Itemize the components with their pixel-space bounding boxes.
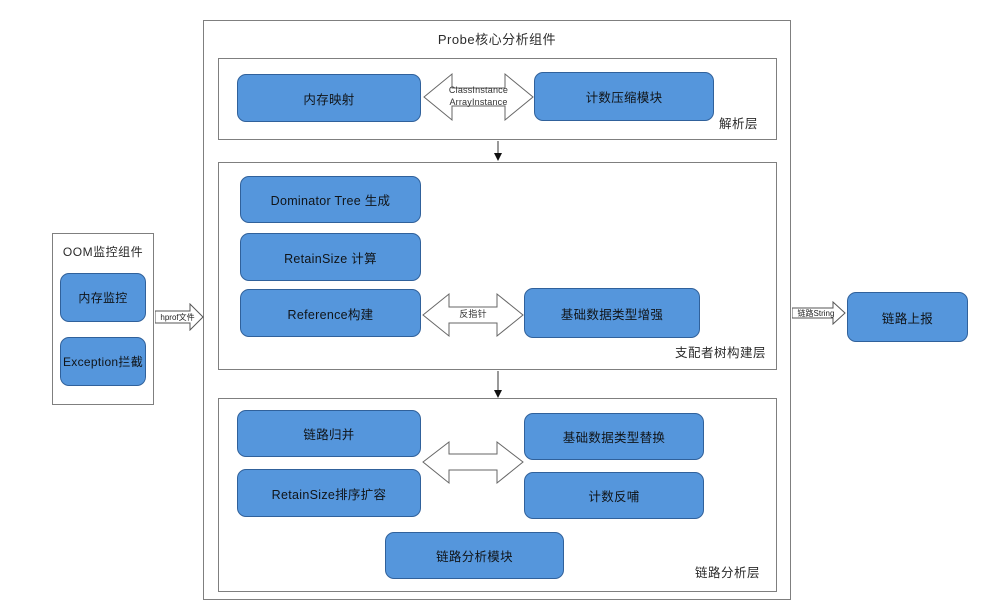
edge-caption-hprof: hprof文件: [160, 313, 195, 322]
probe-core-title: Probe核心分析组件: [437, 32, 557, 47]
bidirectional-arrow-link: [422, 440, 524, 485]
down-arrow-icon: [494, 141, 502, 161]
down-arrow-icon: [494, 371, 502, 398]
node-reference-build: Reference构建: [240, 289, 421, 337]
node-count-feedback: 计数反哺: [524, 472, 704, 519]
node-link-analysis: 链路分析模块: [385, 532, 564, 579]
double-arrow-icon: [423, 72, 534, 122]
connector-dominator-to-link: [492, 371, 504, 403]
bidirectional-arrow-parse: ClassInstance ArrayInstance: [423, 72, 534, 122]
oom-monitor-title: OOM监控组件: [62, 245, 144, 259]
node-link-merge: 链路归并: [237, 410, 421, 457]
arrow-caption-arrayinstance: ArrayInstance: [449, 96, 508, 107]
node-retain-sort: RetainSize排序扩容: [237, 469, 421, 517]
dominator-layer-label: 支配者树构建层: [674, 346, 766, 360]
right-block-arrow-icon: [792, 301, 846, 325]
node-memory-monitor: 内存监控: [60, 273, 146, 322]
node-retain-size-calc: RetainSize 计算: [240, 233, 421, 281]
arrow-caption-back-pointer: 反指针: [459, 309, 487, 319]
node-link-report: 链路上报: [847, 292, 968, 342]
edge-caption-link-string: 链路String: [797, 309, 835, 318]
double-arrow-icon: [422, 440, 524, 485]
bidirectional-arrow-dominator: 反指针: [422, 292, 524, 338]
connector-parse-to-dominator: [492, 141, 504, 166]
double-arrow-icon: [422, 292, 524, 338]
right-block-arrow-icon: [155, 303, 204, 331]
link-layer-label: 链路分析层: [694, 566, 760, 580]
arrow-caption-classinstance: ClassInstance: [448, 85, 509, 95]
edge-hprof-file: hprof文件: [155, 303, 204, 331]
node-memory-mapping: 内存映射: [237, 74, 421, 122]
node-primitive-enhance: 基础数据类型增强: [524, 288, 700, 338]
parse-layer-label: 解析层: [718, 117, 758, 131]
node-dominator-tree: Dominator Tree 生成: [240, 176, 421, 223]
node-primitive-replace: 基础数据类型替换: [524, 413, 704, 460]
edge-link-string: 链路String: [792, 301, 846, 325]
node-count-compression: 计数压缩模块: [534, 72, 714, 121]
node-exception-intercept: Exception拦截: [60, 337, 146, 386]
